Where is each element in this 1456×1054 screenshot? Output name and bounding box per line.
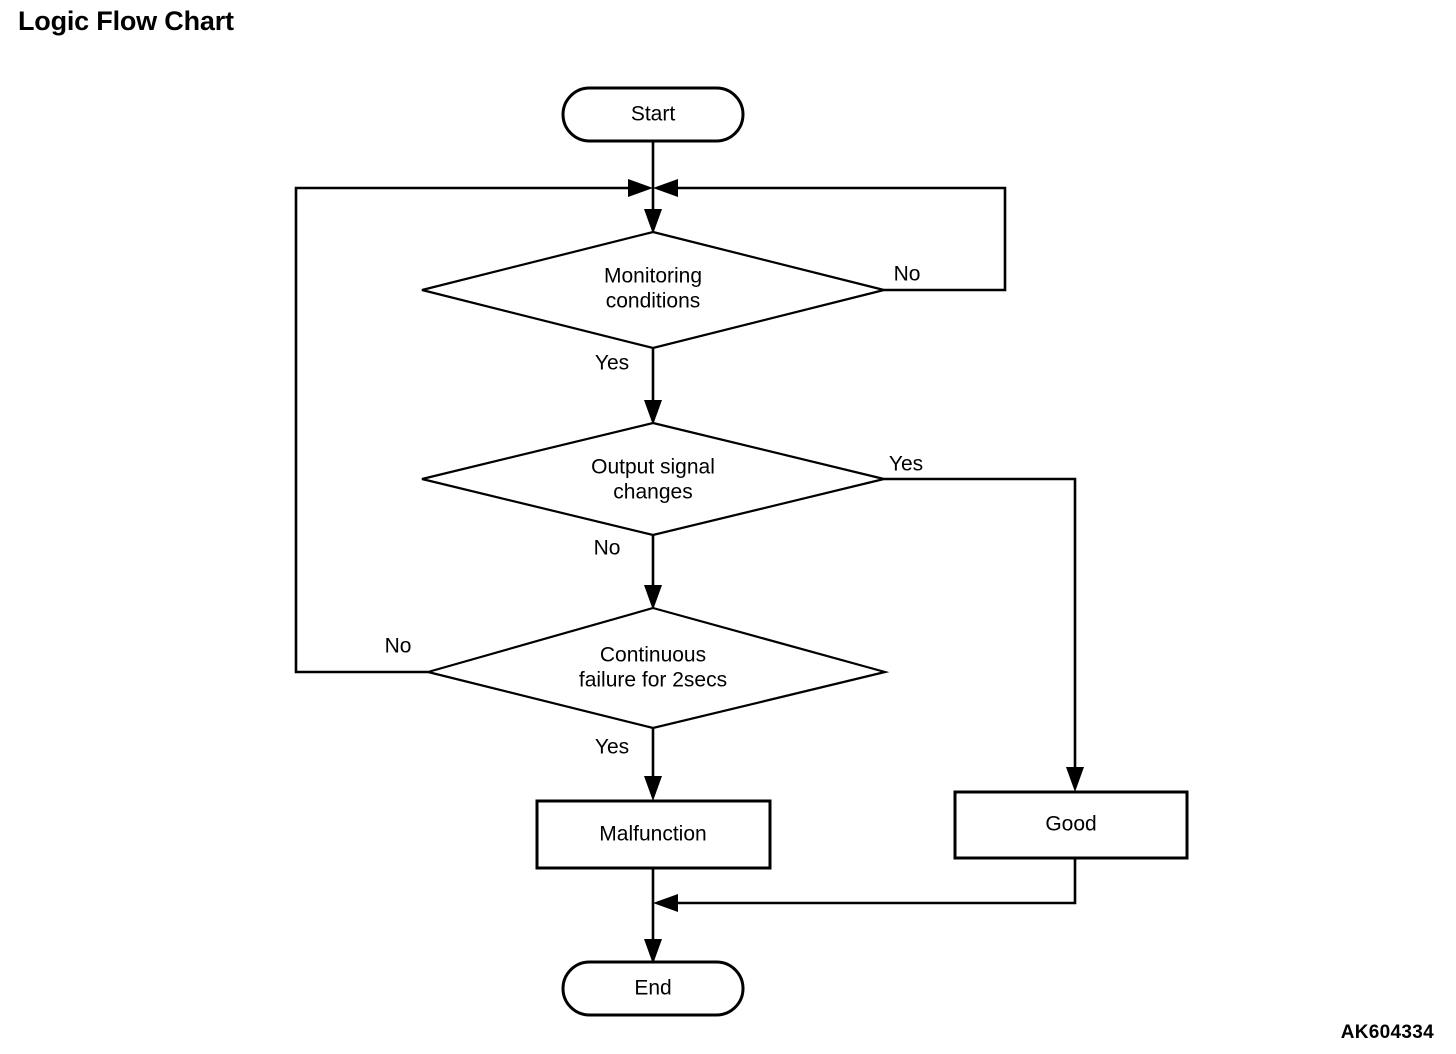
node-good-label: Good (1045, 813, 1096, 836)
arrowhead-into-output (644, 400, 662, 425)
node-monitoring-conditions[interactable] (421, 230, 885, 350)
arrowhead-into-continuous (644, 585, 662, 610)
edge-label-monitoring-no: No (894, 263, 921, 286)
arrowhead-into-end (644, 939, 662, 964)
arrowhead-into-good (1066, 767, 1084, 792)
connector-output-yes (884, 477, 1077, 786)
connector-monitoring-no-loop (664, 186, 1007, 292)
arrowhead-into-monitoring (644, 209, 662, 234)
edge-label-output-no: No (594, 537, 621, 560)
arrowhead-into-malfunction (644, 776, 662, 801)
node-start-label: Start (631, 103, 676, 126)
figure-code: AK604334 (1340, 1022, 1434, 1043)
node-continuous-failure[interactable] (423, 606, 890, 730)
page-title: Logic Flow Chart (18, 6, 234, 36)
node-output-label-line2: changes (613, 481, 692, 504)
node-output-signal-changes[interactable] (421, 421, 885, 537)
node-end-label: End (634, 977, 671, 1000)
edge-label-continuous-yes: Yes (595, 736, 629, 759)
node-continuous-label-line2: failure for 2secs (579, 669, 727, 692)
node-monitoring-label-line2: conditions (606, 290, 701, 313)
node-output-label-line1: Output signal (591, 456, 715, 479)
node-end[interactable] (561, 960, 745, 1017)
arrowhead-continuous-no-into-junction (628, 179, 653, 197)
node-malfunction-label: Malfunction (599, 823, 706, 846)
edge-label-monitoring-yes: Yes (595, 352, 629, 375)
node-start[interactable] (561, 86, 745, 143)
arrowhead-monitoring-no-into-junction (653, 179, 678, 197)
connector-good-to-end-merge (664, 858, 1077, 905)
arrowhead-good-merge (653, 894, 678, 912)
edge-label-continuous-no: No (385, 635, 412, 658)
node-malfunction[interactable] (535, 799, 772, 870)
connector-continuous-no-loop (294, 186, 642, 674)
edge-label-output-yes: Yes (889, 453, 923, 476)
node-continuous-label-line1: Continuous (600, 644, 706, 667)
node-monitoring-label-line1: Monitoring (604, 265, 702, 288)
node-good[interactable] (953, 790, 1189, 860)
